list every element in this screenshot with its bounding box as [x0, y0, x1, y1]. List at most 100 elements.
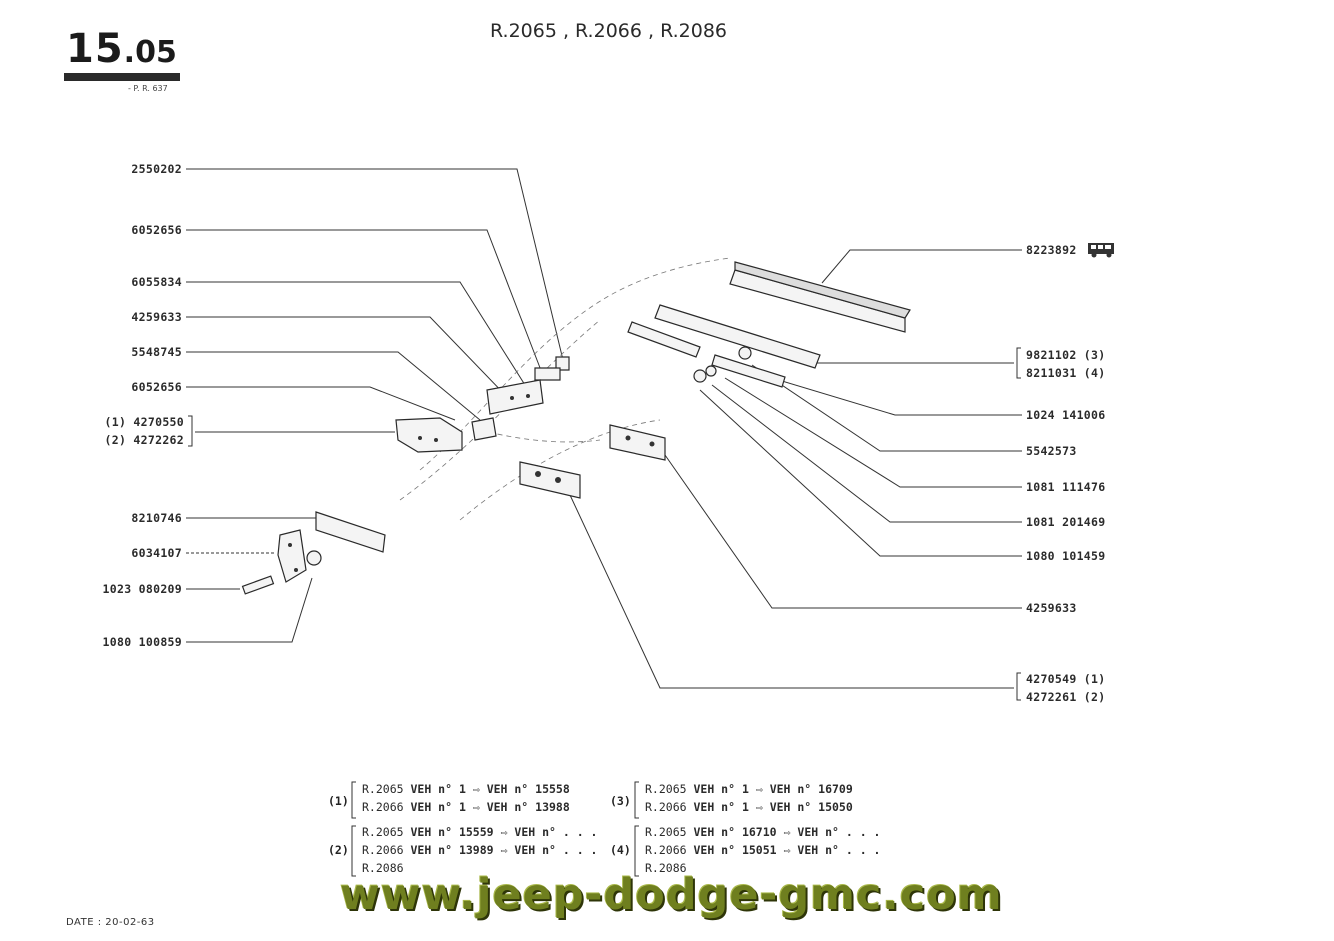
footnote-2-marker: (2)	[328, 843, 349, 857]
arrow-icon: ⇨	[500, 843, 508, 857]
bolt-part	[241, 575, 275, 595]
label-1023080209: 1023 080209	[102, 582, 182, 596]
footnote-4-marker: (4)	[610, 843, 631, 857]
label-4272261: 4272261 (2)	[1026, 690, 1106, 704]
parts	[241, 261, 911, 595]
footnote-veh-to: VEH n° 13988	[486, 800, 570, 814]
label-1080100859: 1080 100859	[102, 635, 182, 649]
bracket-left-part	[395, 417, 463, 453]
label-1080101459: 1080 101459	[1026, 549, 1106, 563]
spacer-bar-part	[711, 354, 786, 388]
brace-right-bottom-group	[1016, 672, 1021, 701]
footnote-veh-to: VEH n° 15050	[769, 800, 853, 814]
footnote-veh: VEH n° 1	[693, 800, 749, 814]
footnote-model: R.2066	[362, 843, 404, 857]
clamp-part	[471, 417, 497, 441]
leader-8223892	[821, 249, 1022, 284]
leader-6052656-a	[186, 229, 543, 374]
brace-note-3	[634, 781, 639, 819]
footnote-4-row-2: R.2066 VEH n° 15051 ⇨ VEH n° . . .	[645, 843, 880, 857]
footnote-model: R.2086	[645, 861, 687, 875]
label-braces	[188, 347, 1021, 877]
part-holes	[288, 394, 655, 572]
footnote-veh: VEH n° 1	[410, 800, 466, 814]
leader-4259633-b	[664, 454, 1022, 609]
washer-part	[705, 365, 717, 377]
bracket-center-part	[609, 424, 666, 461]
long-bar-part	[654, 304, 821, 369]
page-number: 15.05	[66, 26, 177, 72]
footnote-veh-to: VEH n° . . .	[797, 825, 881, 839]
arrow-icon: ⇨	[472, 800, 480, 814]
leader-lines	[186, 168, 1022, 689]
footnote-veh: VEH n° 1	[410, 782, 466, 796]
small-plate-part	[534, 367, 561, 381]
label-9821102: 9821102 (3)	[1026, 348, 1106, 362]
arrow-icon: ⇨	[755, 782, 763, 796]
label-4259633-b: 4259633	[1026, 601, 1077, 615]
brace-right-top-group	[1016, 347, 1021, 379]
clip-part	[555, 356, 570, 371]
leader-4259633-a	[186, 316, 511, 401]
footnote-veh-to: VEH n° . . .	[514, 843, 598, 857]
leader-1024141006	[771, 377, 1022, 416]
leader-1081111476	[724, 377, 1022, 488]
leader-1081201469	[711, 384, 1022, 523]
website-watermark: www.jeep-dodge-gmc.com	[340, 870, 1003, 920]
label-2550202: 2550202	[131, 162, 182, 176]
footnote-1-row-2: R.2066 VEH n° 1 ⇨ VEH n° 13988	[362, 800, 570, 814]
bushing-part	[738, 346, 752, 360]
arrow-icon: ⇨	[500, 825, 508, 839]
page-number-main: 15	[66, 26, 124, 72]
lower-nut-part	[306, 550, 322, 566]
label-4272262: (2) 4272262	[104, 433, 184, 447]
label-6034107: 6034107	[131, 546, 182, 560]
footnote-2-row-2: R.2066 VEH n° 13989 ⇨ VEH n° . . .	[362, 843, 597, 857]
footnote-1-row-1: R.2065 VEH n° 1 ⇨ VEH n° 15558	[362, 782, 570, 796]
brace-note-1	[351, 781, 356, 819]
brace-left-group	[188, 415, 193, 447]
footnote-model: R.2066	[362, 800, 404, 814]
footnote-3-marker: (3)	[610, 794, 631, 808]
short-rail-part	[627, 321, 701, 358]
label-4270549: 4270549 (1)	[1026, 672, 1106, 686]
footnote-model: R.2086	[362, 861, 404, 875]
page-number-sub: .05	[123, 35, 177, 70]
label-1024141006: 1024 141006	[1026, 408, 1106, 422]
footnote-veh-to: VEH n° . . .	[514, 825, 598, 839]
label-4259633-a: 4259633	[131, 310, 182, 324]
footnote-2-row-3: R.2086	[362, 861, 404, 875]
footnote-veh: VEH n° 13989	[410, 843, 494, 857]
leader-2550202	[186, 168, 564, 361]
footnote-veh: VEH n° 15559	[410, 825, 494, 839]
footnote-veh: VEH n° 1	[693, 782, 749, 796]
van-icon	[1088, 243, 1114, 258]
footnote-model: R.2065	[362, 825, 404, 839]
arrow-icon: ⇨	[783, 825, 791, 839]
label-4270550: (1) 4270550	[104, 415, 184, 429]
leader-1080101459	[699, 389, 1022, 557]
footnote-veh-to: VEH n° 16709	[769, 782, 853, 796]
label-8211031: 8211031 (4)	[1026, 366, 1106, 380]
footnote-2-row-1: R.2065 VEH n° 15559 ⇨ VEH n° . . .	[362, 825, 597, 839]
page-number-underline	[64, 73, 180, 81]
label-8210746: 8210746	[131, 511, 182, 525]
footnote-4-row-3: R.2086	[645, 861, 687, 875]
plate-part	[277, 529, 307, 583]
footnote-model: R.2065	[362, 782, 404, 796]
label-1081111476: 1081 111476	[1026, 480, 1106, 494]
leader-5542573	[751, 364, 1022, 452]
footnote-veh: VEH n° 16710	[693, 825, 777, 839]
bracket-upper-part	[486, 379, 544, 415]
lower-rail-part	[315, 511, 386, 553]
label-5542573: 5542573	[1026, 444, 1077, 458]
label-5548745: 5548745	[131, 345, 182, 359]
footnote-3-row-2: R.2066 VEH n° 1 ⇨ VEH n° 15050	[645, 800, 853, 814]
document-date: DATE : 20-02-63	[66, 917, 155, 928]
brace-note-2	[351, 825, 356, 877]
footnote-model: R.2065	[645, 825, 687, 839]
footnote-3-row-1: R.2065 VEH n° 1 ⇨ VEH n° 16709	[645, 782, 853, 796]
footnote-veh: VEH n° 15051	[693, 843, 777, 857]
nut-part	[693, 369, 707, 383]
